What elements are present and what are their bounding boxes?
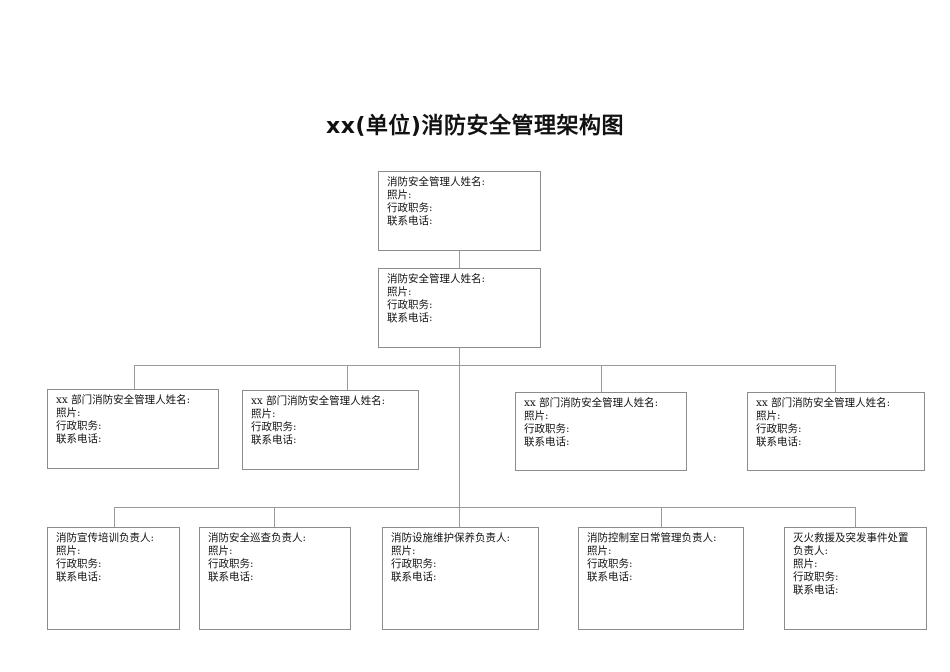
page-title: xx(单位)消防安全管理架构图 — [326, 114, 624, 139]
photo-label: 照片: — [56, 545, 81, 557]
photo-label: 照片: — [391, 545, 416, 557]
position-label: 行政职务: — [56, 420, 102, 432]
phone-label: 联系电话: — [587, 571, 633, 583]
phone-label: 联系电话: — [391, 571, 437, 583]
photo-label: 照片: — [208, 545, 233, 557]
phone-label: 联系电话: — [56, 433, 102, 445]
org-box-top-manager: 消防安全管理人姓名: 照片: 行政职务: 联系电话: — [378, 171, 541, 251]
name-label: 灭火救援及突发事件处置负责人: — [793, 532, 909, 557]
name-label: xx 部门消防安全管理人姓名: — [756, 397, 891, 409]
name-label: xx 部门消防安全管理人姓名: — [251, 395, 386, 407]
phone-label: 联系电话: — [251, 434, 297, 446]
org-box-dept-3: xx 部门消防安全管理人姓名: 照片: 行政职务: 联系电话: — [515, 392, 687, 471]
position-label: 行政职务: — [251, 421, 297, 433]
position-label: 行政职务: — [756, 423, 802, 435]
photo-label: 照片: — [756, 410, 781, 422]
position-label: 行政职务: — [524, 423, 570, 435]
org-box-dept-1: xx 部门消防安全管理人姓名: 照片: 行政职务: 联系电话: — [47, 389, 219, 469]
phone-label: 联系电话: — [56, 571, 102, 583]
phone-label: 联系电话: — [524, 436, 570, 448]
org-box-role-maintenance: 消防设施维护保养负责人: 照片: 行政职务: 联系电话: — [382, 527, 539, 630]
photo-label: 照片: — [56, 407, 81, 419]
org-box-role-training: 消防宣传培训负责人: 照片: 行政职务: 联系电话: — [47, 527, 180, 630]
name-label: 消防安全巡查负责人: — [208, 532, 307, 544]
phone-label: 联系电话: — [756, 436, 802, 448]
org-box-role-emergency: 灭火救援及突发事件处置负责人: 照片: 行政职务: 联系电话: — [784, 527, 927, 630]
position-label: 行政职务: — [387, 202, 433, 214]
position-label: 行政职务: — [587, 558, 633, 570]
photo-label: 照片: — [387, 286, 412, 298]
position-label: 行政职务: — [387, 299, 433, 311]
name-label: 消防控制室日常管理负责人: — [587, 532, 717, 544]
name-label: 消防安全管理人姓名: — [387, 176, 486, 188]
org-box-role-patrol: 消防安全巡查负责人: 照片: 行政职务: 联系电话: — [199, 527, 351, 630]
name-label: 消防宣传培训负责人: — [56, 532, 155, 544]
position-label: 行政职务: — [793, 571, 839, 583]
name-label: 消防安全管理人姓名: — [387, 273, 486, 285]
phone-label: 联系电话: — [793, 584, 839, 596]
photo-label: 照片: — [387, 189, 412, 201]
photo-label: 照片: — [587, 545, 612, 557]
photo-label: 照片: — [524, 410, 549, 422]
name-label: 消防设施维护保养负责人: — [391, 532, 511, 544]
org-box-dept-4: xx 部门消防安全管理人姓名: 照片: 行政职务: 联系电话: — [747, 392, 925, 471]
phone-label: 联系电话: — [387, 312, 433, 324]
phone-label: 联系电话: — [387, 215, 433, 227]
phone-label: 联系电话: — [208, 571, 254, 583]
position-label: 行政职务: — [56, 558, 102, 570]
org-box-safety-manager: 消防安全管理人姓名: 照片: 行政职务: 联系电话: — [378, 268, 541, 348]
position-label: 行政职务: — [391, 558, 437, 570]
position-label: 行政职务: — [208, 558, 254, 570]
name-label: xx 部门消防安全管理人姓名: — [524, 397, 659, 409]
photo-label: 照片: — [251, 408, 276, 420]
photo-label: 照片: — [793, 558, 818, 570]
org-box-role-control-room: 消防控制室日常管理负责人: 照片: 行政职务: 联系电话: — [578, 527, 744, 630]
org-box-dept-2: xx 部门消防安全管理人姓名: 照片: 行政职务: 联系电话: — [242, 390, 419, 470]
name-label: xx 部门消防安全管理人姓名: — [56, 394, 191, 406]
